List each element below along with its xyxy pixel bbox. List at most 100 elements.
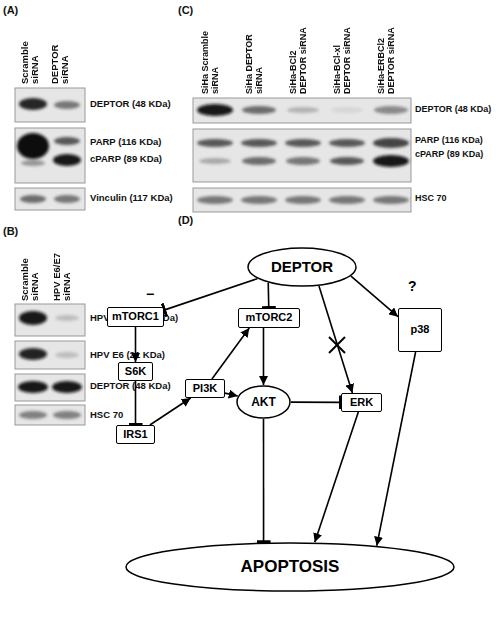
pathway-oval: APOPTOSIS — [125, 542, 455, 592]
node-text: mTORC2 — [246, 312, 293, 324]
blot-band — [287, 107, 319, 113]
activation-connector — [315, 412, 359, 542]
blot-band — [54, 195, 80, 203]
node-text: AKT — [251, 396, 276, 409]
lane-label: SiHa DEPTOR siRNA — [245, 18, 265, 94]
blot-band — [374, 106, 408, 114]
blot-strip — [15, 341, 85, 369]
pathway-oval: AKT — [236, 385, 291, 419]
inhibition-connector — [135, 381, 137, 425]
blot-band — [242, 157, 276, 165]
blot-label: Vinculin (117 KDa) — [90, 193, 173, 203]
blot-band — [54, 137, 80, 145]
blot-band — [285, 196, 321, 204]
blot-label: cPARP (89 KDa) — [90, 154, 162, 164]
blot-band — [21, 160, 45, 166]
blot-label: cPARP (89 KDa) — [415, 150, 483, 160]
activation-connector — [150, 398, 191, 425]
node-text: ERK — [350, 397, 373, 409]
pathway-box: mTORC2 — [238, 308, 300, 328]
blot-label: DEPTOR (48 KDa) — [90, 381, 171, 391]
blot-band — [330, 157, 364, 165]
blot-band — [242, 106, 276, 114]
blot-label: PARP (116 KDa) — [90, 137, 161, 147]
cross-mark — [329, 337, 345, 353]
blot-label: (B) — [3, 225, 18, 237]
blot-band — [373, 155, 409, 167]
oval-shape — [237, 386, 290, 418]
blot-band — [53, 154, 81, 166]
lane-label: SiHa Scramble siRNA — [201, 18, 221, 94]
lane-label: Scramble siRNA — [20, 243, 41, 301]
node-text: APOPTOSIS — [241, 558, 340, 576]
activation-connector — [135, 327, 137, 362]
lane-label: HPV E6/E7 siRNA — [52, 243, 73, 301]
node-text: DEPTOR — [271, 259, 333, 275]
blot-strip — [15, 405, 85, 425]
inhibition-connector — [263, 419, 265, 542]
blot-band — [19, 98, 47, 110]
pathway-oval: DEPTOR — [247, 247, 357, 287]
blot-band — [331, 107, 363, 113]
lane-label: SiHa-ERBCl2 DEPTOR siRNA — [377, 18, 397, 94]
blot-band — [197, 104, 233, 116]
activation-connector — [263, 328, 265, 385]
pathway-box: p38 — [398, 308, 442, 352]
pathway-box: PI3K — [185, 379, 225, 398]
blot-band — [241, 196, 277, 204]
blot-band — [19, 311, 47, 325]
blot-band — [53, 411, 81, 419]
blot-strip — [193, 129, 411, 182]
edge-label: − — [146, 286, 154, 302]
cross-mark — [329, 337, 345, 353]
blot-band — [373, 138, 409, 148]
blot-strip — [15, 88, 85, 122]
blot-band — [19, 411, 47, 419]
inhibition-connector — [164, 279, 257, 310]
pathway-box: ERK — [341, 393, 382, 412]
blot-label: PARP (116 KDa) — [415, 136, 483, 146]
blot-strip — [15, 188, 85, 210]
blot-label: DEPTOR (48 KDa) — [90, 99, 171, 109]
activation-connector — [319, 286, 352, 393]
blot-band — [286, 157, 320, 165]
node-text: p38 — [411, 324, 430, 336]
oval-shape — [126, 543, 454, 591]
blot-band — [199, 158, 231, 164]
pathway-box: mTORC1 — [107, 307, 164, 327]
blot-band — [18, 381, 48, 393]
blot-band — [373, 196, 409, 204]
activation-connector — [212, 328, 249, 379]
blot-strip — [15, 128, 85, 183]
blot-label: HSC 70 — [90, 410, 123, 420]
blot-strip — [15, 374, 85, 401]
blot-band — [329, 139, 365, 147]
blot-band — [17, 133, 49, 159]
blot-label: (A) — [3, 4, 18, 16]
blot-band — [285, 139, 321, 147]
activation-connector — [351, 276, 398, 317]
blot-band — [55, 315, 79, 321]
activation-connector — [377, 352, 416, 546]
blot-label: (C) — [178, 4, 193, 16]
oval-shape — [248, 248, 356, 286]
lane-label: SiHa-BCl-xl DEPTOR siRNA — [333, 18, 353, 94]
blot-label: (D) — [178, 214, 193, 226]
blot-label: DEPTOR (48 KDa) — [415, 105, 491, 115]
blot-strip — [193, 188, 411, 212]
pathway-box: IRS1 — [116, 425, 155, 444]
blot-label: HSC 70 — [415, 194, 447, 204]
inhibition-connector — [267, 283, 269, 308]
blot-strip — [193, 98, 411, 123]
lane-label: DEPTOR siRNA — [50, 20, 71, 84]
inhibition-connector — [291, 401, 341, 403]
blot-band — [197, 139, 233, 147]
blot-band — [197, 196, 233, 204]
node-text: PI3K — [193, 383, 217, 395]
pathway-box: S6K — [118, 362, 153, 381]
blot-label: HPV E6 (21 KDa) — [90, 350, 165, 360]
node-text: S6K — [125, 366, 146, 378]
node-text: IRS1 — [123, 429, 147, 441]
blot-band — [55, 352, 79, 358]
